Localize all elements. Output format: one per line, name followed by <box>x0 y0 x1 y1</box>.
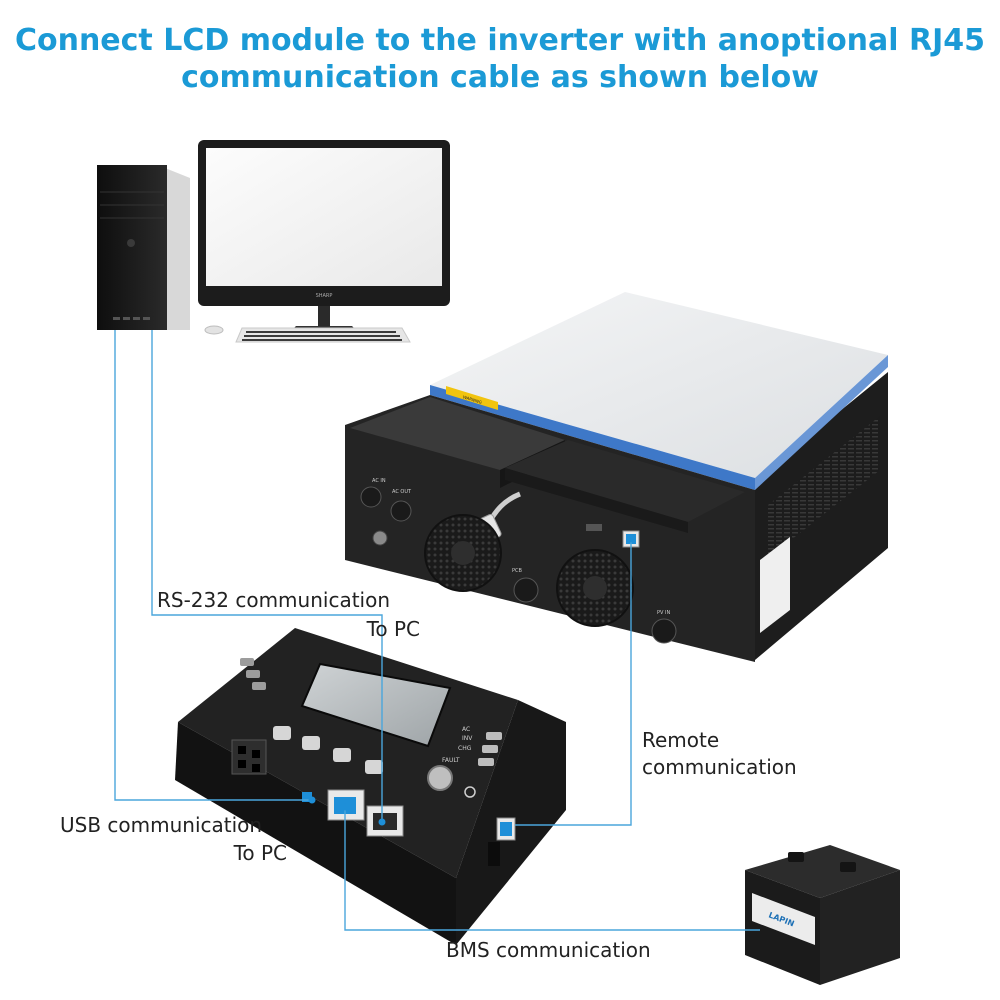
lcd-cavity <box>350 397 565 470</box>
remote-connector-line <box>515 539 632 826</box>
connector-lines <box>114 330 760 931</box>
lcd-function-key <box>273 726 291 740</box>
power-knob-icon <box>427 765 453 791</box>
pc-tower-side <box>165 168 190 330</box>
battery-terminal <box>840 862 856 872</box>
connector-endpoints <box>308 535 635 831</box>
svg-text:PCB: PCB <box>512 568 523 574</box>
usb-label-line-2: To PC <box>233 841 287 865</box>
db9-port-icon <box>586 524 602 531</box>
title-line-1: Connect LCD module to the inverter with … <box>14 23 986 58</box>
rs232-label-line-2: To PC <box>366 617 420 641</box>
monitor-brand: SHARP <box>316 293 333 299</box>
power-button-icon <box>127 239 135 247</box>
inverter: WARNING AC IN AC OUT PCB PV IN <box>345 292 888 662</box>
lcd-enter-button <box>482 745 498 753</box>
remote-label-line-2: communication <box>642 755 797 779</box>
lcd-module: AC INV CHG FAULT <box>175 628 566 945</box>
svg-text:FAULT: FAULT <box>442 757 460 764</box>
lcd-function-key <box>333 748 351 762</box>
svg-text:AC: AC <box>462 726 470 733</box>
monitor-neck <box>318 306 330 326</box>
svg-text:WARNING: WARNING <box>462 394 482 404</box>
keyboard <box>235 327 411 343</box>
inverter-top-panel <box>430 292 888 478</box>
bms-connector-line <box>344 807 760 931</box>
inverter-front <box>345 395 755 662</box>
lcd-cover <box>505 440 745 522</box>
diagram-title: Connect LCD module to the inverter with … <box>0 22 1000 96</box>
svg-text:PV IN: PV IN <box>657 610 670 616</box>
warning-sticker <box>446 386 498 410</box>
battery-side <box>820 870 900 985</box>
remote-label-line-1: Remote <box>642 728 720 752</box>
lcd-down-button <box>478 758 494 766</box>
svg-text:CHG: CHG <box>458 745 472 752</box>
battery-top <box>745 845 900 898</box>
inverter-blue-stripe <box>430 385 755 490</box>
usb-port <box>302 792 312 802</box>
battery: LAPIN <box>745 845 900 985</box>
title-line-2: communication cable as shown below <box>181 60 819 95</box>
rs232-label-line-1: RS-232 communication <box>157 588 391 612</box>
bms-label: BMS communication <box>446 938 651 962</box>
rs232-connector-line <box>151 330 383 822</box>
svg-text:AC IN: AC IN <box>372 478 386 484</box>
svg-text:AC OUT: AC OUT <box>392 489 412 495</box>
power-symbol-icon <box>464 786 476 798</box>
pc-tower <box>97 165 190 330</box>
inverter-label-sticker <box>760 537 790 633</box>
usb-label-line-1: USB communication <box>60 813 263 837</box>
terminal-block <box>231 739 267 775</box>
lcd-up-button <box>486 732 502 740</box>
lcd-screen <box>300 662 452 748</box>
lcd-function-key <box>365 760 383 774</box>
monitor-screen <box>206 148 442 286</box>
monitor: SHARP <box>198 140 450 332</box>
battery-label <box>752 893 815 945</box>
svg-text:INV: INV <box>462 735 473 742</box>
mouse <box>204 325 224 335</box>
battery-terminal <box>788 852 804 862</box>
pc-tower-front <box>97 165 167 330</box>
usb-connector-line <box>114 330 312 801</box>
lcd-function-key <box>302 736 320 750</box>
lcd-module-front <box>175 722 456 945</box>
